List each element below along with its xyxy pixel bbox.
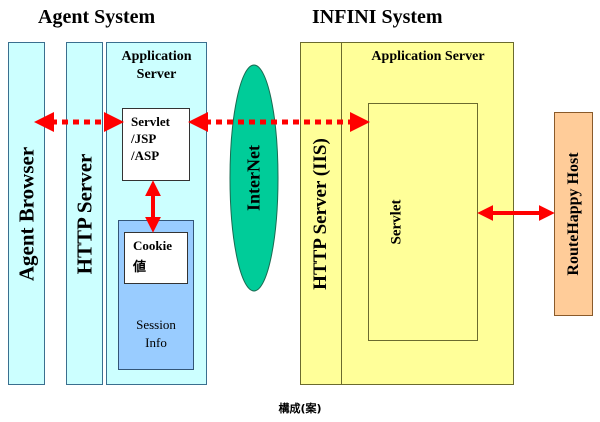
infini-servlet-box: Servlet [368,103,478,341]
session-line1: Session [136,317,176,332]
servlet-jsp-asp-box: Servlet /JSP /ASP [122,108,190,181]
cookie-box: Cookie 値 [124,232,188,284]
cookie-line1: Cookie [133,238,172,253]
infini-system-title: INFINI System [312,6,443,28]
agent-http-server-panel: HTTP Server [66,42,103,385]
internet-label-wrap: InterNet [230,120,278,236]
servlet-line1: Servlet [131,114,170,129]
agent-app-server-label-line2: Server [136,67,177,82]
diagram-caption: 構成(案) [278,402,322,415]
infini-http-server-panel: HTTP Server (IIS) [300,42,342,385]
servlet-line3: /ASP [131,148,160,163]
agent-app-server-label-line1: Application [121,49,192,64]
cookie-line2: 値 [133,259,147,274]
infini-app-server-label: Application Server [371,49,485,64]
internet-label: InterNet [243,145,264,211]
agent-browser-panel: Agent Browser [8,42,45,385]
agent-system-title: Agent System [38,6,156,28]
servlet-line2: /JSP [131,131,157,146]
session-line2: Info [145,335,167,350]
